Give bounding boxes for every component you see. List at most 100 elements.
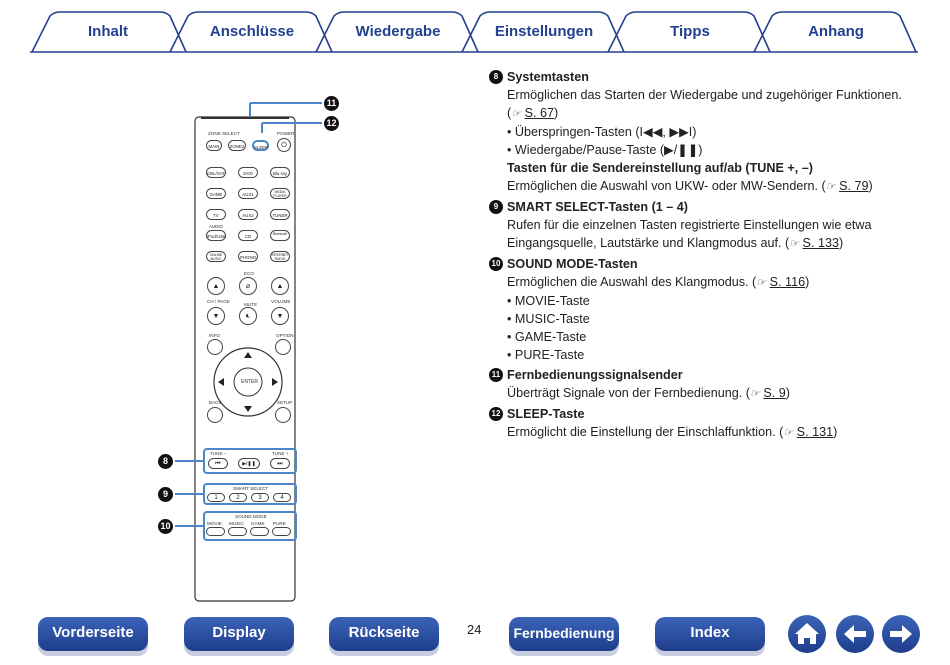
power-button[interactable]: ⏻ xyxy=(277,138,291,152)
section-8-bullet-1: Überspringen-Tasten (I◀◀, ▶▶I) xyxy=(489,123,929,141)
section-12-heading: 12 SLEEP-Taste xyxy=(489,405,929,423)
nav-fernbedienung-button[interactable]: Fernbedienung xyxy=(509,617,619,651)
reference-hand-icon: ☞ xyxy=(511,108,522,120)
callout-12: 12 xyxy=(324,116,339,131)
nav-index-button[interactable]: Index xyxy=(655,617,765,651)
section-8-title: Systemtasten xyxy=(507,70,589,84)
source-button-cd[interactable]: CD xyxy=(238,230,258,241)
home-icon xyxy=(795,623,819,644)
tab-tipps[interactable]: Tipps xyxy=(670,23,710,40)
section-10-bullet-2: MUSIC-Taste xyxy=(489,310,929,328)
number-badge-12: 12 xyxy=(489,407,503,421)
main-button[interactable]: MAIN xyxy=(206,140,222,151)
description-column: 8 Systemtasten Ermöglichen das Starten d… xyxy=(489,66,929,442)
arrow-left-icon xyxy=(844,625,866,643)
source-button-aux2[interactable]: AUX2 xyxy=(238,209,258,220)
ch-up-button[interactable]: ▲ xyxy=(207,277,225,295)
eco-button[interactable]: ⌀ xyxy=(239,277,257,295)
source-button-online-music[interactable]: ONLINE MUSIC xyxy=(206,251,226,262)
ref-link-s79[interactable]: S. 79 xyxy=(839,179,869,193)
source-button-tuner[interactable]: TUNER xyxy=(270,209,290,220)
ref-link-s67[interactable]: S. 67 xyxy=(524,106,554,120)
tune-prev-button[interactable]: ⏮ xyxy=(208,458,228,469)
sleep-button[interactable]: SLEEP xyxy=(252,140,269,151)
power-label: POWER xyxy=(277,131,295,136)
ref-link-s9[interactable]: S. 9 xyxy=(763,386,786,400)
ref-link-s116[interactable]: S. 116 xyxy=(769,275,806,289)
smart-select-button-2[interactable]: 2 xyxy=(229,493,247,502)
option-button[interactable] xyxy=(275,339,291,355)
section-11-desc-line: Überträgt Signale von der Fernbedienung.… xyxy=(507,386,790,400)
section-10-heading: 10 SOUND MODE-Tasten xyxy=(489,255,929,273)
sound-mode-button-pure[interactable] xyxy=(272,527,291,536)
section-8-sub-title: Tasten für die Sendereinstellung auf/ab … xyxy=(507,161,813,175)
source-button-internet-radio[interactable]: INTERNET RADIO xyxy=(270,251,290,262)
smart-select-button-3[interactable]: 3 xyxy=(251,493,269,502)
sound-mode-highlight xyxy=(203,511,297,541)
section-10-title: SOUND MODE-Tasten xyxy=(507,257,638,271)
play-pause-button[interactable]: ▶/❚❚ xyxy=(238,458,260,469)
setup-button[interactable] xyxy=(275,407,291,423)
callout-10: 10 xyxy=(158,519,173,534)
source-button-dvd[interactable]: DVD xyxy=(238,167,258,178)
remote-illustration: 11 12 8 9 10 ZONE SELECT POWER MAIN ZONE… xyxy=(150,95,350,605)
section-8-desc: Ermöglichen das Starten der Wiedergabe u… xyxy=(507,88,902,102)
enter-button[interactable]: ENTER xyxy=(241,379,258,385)
ch-down-button[interactable]: ▼ xyxy=(207,307,225,325)
source-button-phono[interactable]: PHONO xyxy=(238,251,258,262)
section-9-desc-2: Eingangsquelle, Lautstärke und Klangmodu… xyxy=(507,236,782,250)
callout-8: 8 xyxy=(158,454,173,469)
source-button-bluetooth[interactable]: Bluetooth xyxy=(270,230,290,241)
ref-link-s133[interactable]: S. 133 xyxy=(802,236,839,250)
smart-select-button-4[interactable]: 4 xyxy=(273,493,291,502)
mute-button[interactable]: 🔇︎ xyxy=(239,307,257,325)
tab-wiedergabe[interactable]: Wiedergabe xyxy=(355,23,441,40)
source-button-blu-ray[interactable]: Blu-ray xyxy=(270,167,290,178)
tune-next-button[interactable]: ⏭ xyxy=(270,458,290,469)
source-button-cbl-sat[interactable]: CBL/SAT xyxy=(206,167,226,178)
back-button[interactable] xyxy=(207,407,223,423)
number-badge-9: 9 xyxy=(489,200,503,214)
info-label: INFO xyxy=(209,333,220,338)
page-number: 24 xyxy=(467,622,482,637)
tab-anschluesse[interactable]: Anschlüsse xyxy=(209,23,295,40)
source-button-media-player[interactable]: MEDIA PLAYER xyxy=(270,188,290,199)
source-button-game[interactable]: GAME xyxy=(206,188,226,199)
section-8-sub-desc-line: Ermöglichen die Auswahl von UKW- oder MW… xyxy=(507,179,873,193)
nav-vorderseite-button[interactable]: Vorderseite xyxy=(38,617,148,651)
section-12-desc: Ermöglicht die Einstellung der Einschlaf… xyxy=(507,425,776,439)
number-badge-8: 8 xyxy=(489,70,503,84)
section-9-desc-1: Rufen für die einzelnen Tasten registrie… xyxy=(507,218,872,232)
tab-einstellungen[interactable]: Einstellungen xyxy=(494,23,594,40)
ref-link-s131[interactable]: S. 131 xyxy=(796,425,834,439)
home-button[interactable] xyxy=(788,615,826,653)
sound-mode-label-pure: PURE xyxy=(273,521,286,526)
sound-mode-button-game[interactable] xyxy=(250,527,269,536)
section-12-desc-line: Ermöglicht die Einstellung der Einschlaf… xyxy=(507,425,838,439)
source-button-ipod-usb[interactable]: iPod/USB xyxy=(206,230,226,241)
tune-minus-label: TUNE – xyxy=(210,451,227,456)
nav-display-button[interactable]: Display xyxy=(184,617,294,651)
reference-hand-icon: ☞ xyxy=(756,277,767,289)
zone2-button[interactable]: ZONE2 xyxy=(228,140,246,151)
prev-page-button[interactable] xyxy=(836,615,874,653)
next-page-button[interactable] xyxy=(882,615,920,653)
section-11-title: Fernbedienungssignalsender xyxy=(507,368,683,382)
source-button-aux1[interactable]: AUX1 xyxy=(238,188,258,199)
section-10-bullet-4: PURE-Taste xyxy=(489,346,929,364)
tab-anhang[interactable]: Anhang xyxy=(808,23,864,40)
sound-mode-button-music[interactable] xyxy=(228,527,247,536)
info-button[interactable] xyxy=(207,339,223,355)
sound-mode-button-movie[interactable] xyxy=(206,527,225,536)
mute-label: MUTE xyxy=(244,302,258,307)
tab-inhalt[interactable]: Inhalt xyxy=(88,23,128,40)
setup-label: SETUP xyxy=(277,400,293,405)
sound-mode-label-music: MUSIC xyxy=(229,521,244,526)
source-button-tv-audio[interactable]: TV AUDIO xyxy=(206,209,226,229)
section-11-heading: 11 Fernbedienungssignalsender xyxy=(489,366,929,384)
tab-bar: Inhalt Anschlüsse Wiedergabe Einstellung… xyxy=(0,0,950,60)
volume-up-button[interactable]: ▲ xyxy=(271,277,289,295)
volume-down-button[interactable]: ▼ xyxy=(271,307,289,325)
nav-rueckseite-button[interactable]: Rückseite xyxy=(329,617,439,651)
smart-select-button-1[interactable]: 1 xyxy=(207,493,225,502)
